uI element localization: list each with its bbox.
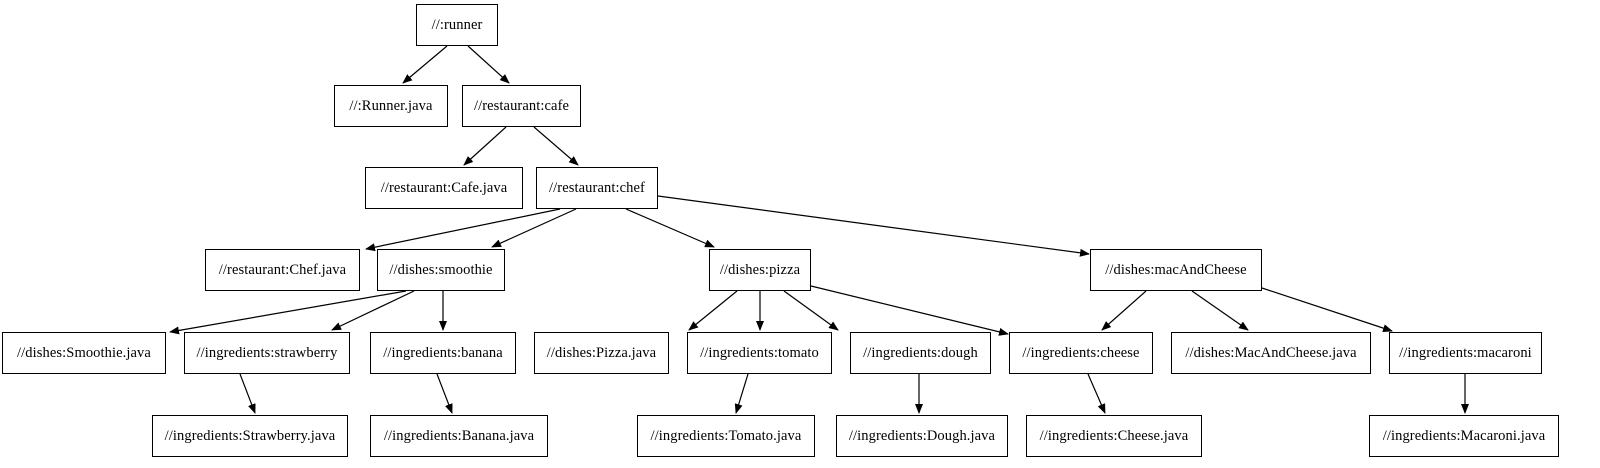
graph-node-label: //dishes:MacAndCheese.java	[1185, 344, 1357, 361]
graph-node-label: //ingredients:macaroni	[1399, 344, 1532, 361]
graph-node-ing_macaroni[interactable]: //ingredients:macaroni	[1389, 332, 1542, 374]
graph-node-dishes_smoothie[interactable]: //dishes:smoothie	[377, 249, 505, 291]
graph-node-smoothie_java[interactable]: //dishes:Smoothie.java	[2, 332, 166, 374]
graph-node-pizza_java[interactable]: //dishes:Pizza.java	[534, 332, 669, 374]
graph-node-cafe_java[interactable]: //restaurant:Cafe.java	[365, 167, 523, 209]
graph-edge-ing_strawberry-to-strawberry_java	[239, 373, 256, 414]
graph-node-macandcheese_java[interactable]: //dishes:MacAndCheese.java	[1171, 332, 1371, 374]
graph-node-runner_java[interactable]: //:Runner.java	[334, 85, 448, 127]
graph-node-label: //ingredients:Dough.java	[848, 427, 996, 444]
graph-node-label: //ingredients:dough	[863, 344, 978, 361]
graph-node-tomato_java[interactable]: //ingredients:Tomato.java	[637, 415, 815, 457]
graph-edge-dishes_pizza-to-ing_dough	[783, 290, 839, 331]
graph-node-strawberry_java[interactable]: //ingredients:Strawberry.java	[152, 415, 348, 457]
graph-node-macaroni_java[interactable]: //ingredients:Macaroni.java	[1369, 415, 1559, 457]
graph-edge-dishes_smoothie-to-smoothie_java	[169, 290, 407, 335]
graph-node-label: //restaurant:Cafe.java	[380, 179, 508, 196]
graph-node-ing_banana[interactable]: //ingredients:banana	[370, 332, 516, 374]
graph-node-ing_dough[interactable]: //ingredients:dough	[850, 332, 991, 374]
graph-node-label: //:runner	[431, 16, 483, 33]
graph-node-label: //ingredients:Cheese.java	[1039, 427, 1189, 444]
graph-edge-restaurant_chef-to-dishes_macandchz	[657, 195, 1090, 257]
graph-node-label: //restaurant:chef	[549, 179, 645, 196]
graph-edge-dishes_macandchz-to-macandcheese_java	[1191, 290, 1249, 331]
graph-node-label: //ingredients:Strawberry.java	[164, 427, 336, 444]
graph-edge-restaurant_cafe-to-restaurant_chef	[533, 126, 579, 166]
graph-edge-dishes_smoothie-to-ing_strawberry	[331, 290, 415, 331]
graph-node-label: //dishes:Pizza.java	[546, 344, 657, 361]
graph-node-restaurant_chef[interactable]: //restaurant:chef	[536, 167, 658, 209]
graph-node-label: //dishes:Smoothie.java	[17, 344, 151, 361]
graph-node-label: //ingredients:cheese	[1022, 344, 1140, 361]
graph-node-label: //dishes:pizza	[719, 261, 801, 278]
graph-node-label: //:Runner.java	[349, 97, 433, 114]
graph-node-ing_strawberry[interactable]: //ingredients:strawberry	[184, 332, 350, 374]
graph-edge-ing_tomato-to-tomato_java	[734, 373, 749, 414]
graph-node-label: //restaurant:cafe	[473, 97, 570, 114]
graph-node-label: //ingredients:strawberry	[196, 344, 338, 361]
graph-node-label: //ingredients:Macaroni.java	[1382, 427, 1546, 444]
graph-edge-dishes_pizza-to-ing_cheese	[810, 285, 1009, 336]
graph-node-chef_java[interactable]: //restaurant:Chef.java	[205, 249, 360, 291]
graph-node-dishes_pizza[interactable]: //dishes:pizza	[709, 249, 811, 291]
graph-edge-restaurant_cafe-to-cafe_java	[463, 126, 507, 166]
graph-edge-restaurant_chef-to-chef_java	[365, 208, 561, 252]
graph-node-label: //dishes:macAndCheese	[1105, 261, 1247, 278]
graph-node-label: //ingredients:banana	[383, 344, 503, 361]
graph-node-ing_tomato[interactable]: //ingredients:tomato	[687, 332, 832, 374]
graph-edge-ing_banana-to-banana_java	[436, 373, 453, 414]
graph-node-label: //ingredients:tomato	[700, 344, 819, 361]
graph-node-label: //dishes:smoothie	[389, 261, 493, 278]
graph-node-runner[interactable]: //:runner	[416, 4, 498, 46]
graph-edge-dishes_pizza-to-pizza_java	[688, 290, 738, 331]
graph-node-dishes_macandchz[interactable]: //dishes:macAndCheese	[1090, 249, 1262, 291]
graph-edge-dishes_macandchz-to-ing_macaroni	[1261, 287, 1393, 332]
graph-node-cheese_java[interactable]: //ingredients:Cheese.java	[1026, 415, 1202, 457]
graph-node-dough_java[interactable]: //ingredients:Dough.java	[836, 415, 1008, 457]
graph-edge-dishes_macandchz-to-ing_cheese	[1101, 290, 1147, 331]
graph-edge-runner-to-restaurant_cafe	[467, 45, 510, 84]
graph-node-banana_java[interactable]: //ingredients:Banana.java	[370, 415, 548, 457]
graph-node-label: //ingredients:Tomato.java	[650, 427, 802, 444]
graph-node-ing_cheese[interactable]: //ingredients:cheese	[1009, 332, 1153, 374]
graph-edge-ing_cheese-to-cheese_java	[1087, 373, 1106, 414]
graph-edge-restaurant_chef-to-dishes_pizza	[625, 208, 715, 248]
graph-edge-restaurant_chef-to-dishes_smoothie	[491, 208, 577, 248]
graph-node-label: //restaurant:Chef.java	[218, 261, 347, 278]
graph-node-label: //ingredients:Banana.java	[383, 427, 535, 444]
graph-node-restaurant_cafe[interactable]: //restaurant:cafe	[462, 85, 581, 127]
graph-edge-runner-to-runner_java	[402, 45, 448, 84]
